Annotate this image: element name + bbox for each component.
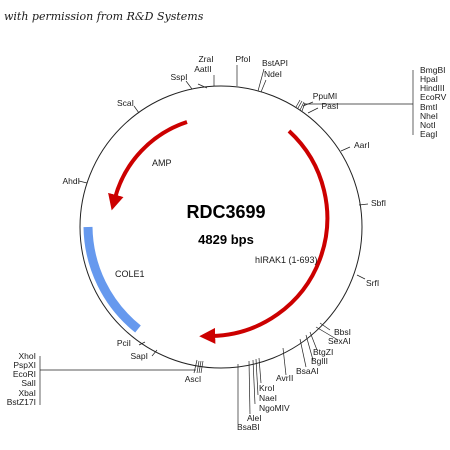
site-bbsi: BbsI (334, 327, 351, 337)
site-pasi: PasI (321, 101, 338, 111)
mcs-site: BmgBI (420, 65, 446, 75)
site-bsaai: BsaAI (296, 366, 319, 376)
site-scai: ScaI (117, 98, 134, 108)
site-aatii: AatII (194, 64, 211, 74)
mcs-right-leaders (295, 70, 414, 135)
site-btgzi: BtgZI (313, 347, 333, 357)
bottom-left-site-leaders (39, 341, 204, 405)
permission-credit: with permission from R&D Systems (4, 10, 204, 23)
mcs-site: HpaI (420, 74, 438, 84)
bottom-right-site-leaders (237, 322, 339, 424)
site-asci: AscI (185, 374, 202, 384)
site-naei: NaeI (259, 393, 277, 403)
mcs-site: BmtI (420, 102, 437, 112)
mcs-site: BstZ17I (7, 397, 36, 407)
mcs-site: PspXI (13, 360, 36, 370)
site-bstapi: BstAPI (262, 58, 288, 68)
mcs-site: XbaI (19, 388, 37, 398)
mcs-site: NheI (420, 111, 438, 121)
site-ppumi: PpuMI (313, 91, 338, 101)
site-zrai: ZraI (198, 54, 213, 64)
site-bglii: BglII (311, 356, 328, 366)
top-site-leaders (185, 65, 267, 93)
mcs-site: NotI (420, 120, 436, 130)
site-aari: AarI (354, 140, 370, 150)
mcs-left-list: XhoI PspXI EcoRI SalI XbaI BstZ17I (7, 351, 36, 407)
site-sbfi: SbfI (371, 198, 386, 208)
site-srfi: SrfI (366, 278, 379, 288)
mcs-site: EcoRI (13, 369, 36, 379)
mcs-site: HindIII (420, 83, 445, 93)
site-ngomiv: NgoMIV (259, 403, 290, 413)
site-pfoi: PfoI (235, 54, 250, 64)
site-sexai: SexAI (328, 336, 351, 346)
mcs-site: SalI (21, 378, 36, 388)
mcs-site: EcoRV (420, 92, 447, 102)
site-sapi: SapI (131, 351, 149, 361)
ring-site-leaders (78, 105, 369, 280)
plasmid-backbone (79, 85, 363, 369)
site-kroi: KroI (259, 383, 275, 393)
mcs-right-list: BmgBI HpaI HindIII EcoRV BmtI NheI NotI … (420, 65, 447, 139)
site-pcii: PciI (117, 338, 131, 348)
mcs-site: EagI (420, 129, 438, 139)
site-alei: AleI (247, 413, 262, 423)
site-bsabi: BsaBI (237, 422, 260, 432)
hirak1-feature-arrow (199, 129, 330, 344)
plasmid-name: RDC3699 (186, 202, 265, 222)
cole1-feature-bar (83, 226, 141, 333)
plasmid-size: 4829 bps (198, 232, 254, 247)
cole1-label: COLE1 (115, 269, 145, 279)
site-sspi: SspI (170, 72, 187, 82)
site-avrii: AvrII (276, 373, 293, 383)
hirak1-label: hIRAK1 (1-693) (255, 255, 318, 265)
mcs-site: XhoI (19, 351, 37, 361)
site-ahdi: AhdI (63, 176, 81, 186)
amp-label: AMP (152, 158, 172, 168)
site-ndei: NdeI (264, 69, 282, 79)
amp-feature-arrow (108, 120, 188, 211)
